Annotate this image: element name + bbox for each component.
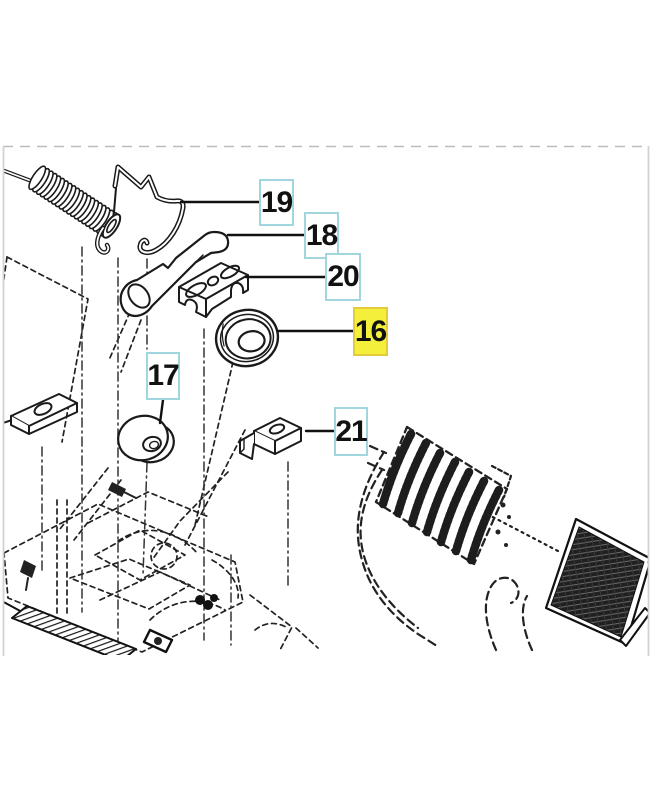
hardware-details-drawing: [3, 482, 218, 655]
bearing-seal-drawing: [214, 308, 280, 368]
spacer-block-drawing: [178, 262, 249, 318]
dotted-assembly-line: [485, 512, 560, 553]
clip-part-drawing: [239, 417, 302, 460]
roller-part-drawing: [117, 414, 175, 464]
callout-label: 16: [354, 314, 387, 348]
callout-label: 20: [327, 260, 359, 293]
leader-line-17: [158, 398, 165, 425]
tension-spring-drawing: [3, 165, 122, 239]
callout-label: 17: [147, 359, 179, 392]
callout-part-16-highlighted[interactable]: 16: [353, 307, 388, 356]
callout-part-18[interactable]: 18: [304, 212, 339, 259]
callout-label: 18: [305, 218, 338, 252]
plate-part-drawing: [3, 393, 78, 435]
chassis-phantom-drawing: [3, 256, 319, 653]
leader-lines: [158, 200, 355, 433]
lever-part-drawing: [119, 230, 230, 318]
callout-label: 19: [260, 185, 293, 219]
phantom-tube-drawing: [356, 444, 534, 652]
callout-part-17[interactable]: 17: [146, 352, 180, 400]
callout-label: 21: [335, 414, 367, 448]
bracket-part-drawing: [95, 164, 186, 256]
callout-part-19[interactable]: 19: [259, 179, 294, 226]
pedal-pad-drawing: [544, 517, 649, 647]
callout-part-20[interactable]: 20: [325, 253, 361, 301]
grip-sleeve-drawing: [374, 425, 511, 566]
callout-part-21[interactable]: 21: [334, 407, 368, 456]
diagram-frame-border: [2, 145, 650, 656]
